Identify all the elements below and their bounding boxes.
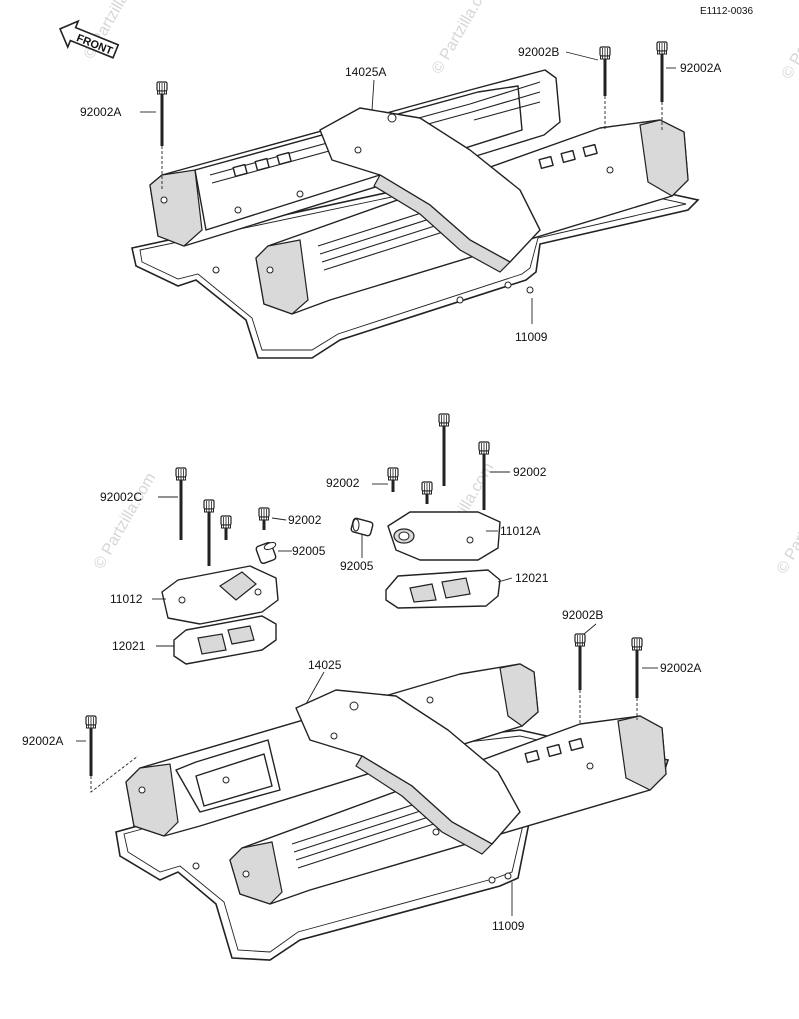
- breather-parts: 92002C 92002 92005 11012 12021 92002 920…: [100, 413, 549, 665]
- upper-bolt-left: [156, 81, 168, 190]
- bolt-short-left: [220, 515, 232, 540]
- watermark: © Partzilla.com: [91, 470, 160, 572]
- cap-92005-left: [255, 541, 277, 565]
- label-11009: 11009: [515, 330, 548, 344]
- watermark: © Partzilla.com: [779, 0, 799, 82]
- label-92002: 92002: [288, 513, 322, 527]
- label-11012: 11012: [110, 592, 143, 606]
- label-92002c: 92002C: [100, 490, 142, 504]
- lower-bolt-right: [631, 637, 643, 720]
- label-92005: 92005: [292, 544, 326, 558]
- label-14025a: 14025A: [345, 65, 386, 79]
- bolt-92002-right: [478, 441, 490, 510]
- diagram-id: E1112-0036: [700, 6, 753, 17]
- lower-bolt-center: [574, 633, 586, 724]
- upper-assembly: 92002A 14025A 92002B 92002A 11009: [80, 41, 721, 359]
- lower-cover-left: [125, 663, 539, 837]
- bolt-long-top: [438, 413, 450, 486]
- label-11012a: 11012A: [500, 524, 540, 538]
- bolt-long-left: [203, 499, 215, 566]
- label-92002a: 92002A: [22, 734, 63, 748]
- bolt-short-right: [421, 481, 433, 504]
- watermark: © Partzilla.com: [429, 0, 498, 77]
- label-12021: 12021: [515, 571, 549, 585]
- label-92002b: 92002B: [518, 45, 559, 59]
- label-92002: 92002: [513, 465, 547, 479]
- watermarks: © Partzilla.com © Partzilla.com © Partzi…: [81, 0, 799, 577]
- bolt-92002-small: [387, 467, 399, 492]
- bolt-92002-left: [258, 507, 270, 530]
- label-92002: 92002: [326, 476, 360, 490]
- bolt-92002c: [175, 467, 187, 540]
- label-92002a: 92002A: [660, 661, 701, 675]
- upper-bolt-right: [656, 41, 668, 130]
- lower-assembly: 14025 92002B 92002A 92002A 11009: [22, 608, 701, 961]
- plate-12021-right: [385, 569, 501, 609]
- lower-cover-bridge: [295, 689, 521, 855]
- label-11009: 11009: [492, 919, 525, 933]
- cap-92005-right: [350, 517, 374, 537]
- breather-cover-11012a: [387, 511, 501, 561]
- label-12021: 12021: [112, 639, 146, 653]
- lower-bolt-left: [85, 715, 139, 793]
- upper-bolt-center: [599, 46, 611, 130]
- breather-cover-11012: [161, 565, 279, 625]
- label-92002b: 92002B: [562, 608, 603, 622]
- plate-12021-left: [173, 615, 277, 665]
- label-92005: 92005: [340, 559, 374, 573]
- upper-cover-bridge: [319, 107, 541, 273]
- watermark: © Partzilla.com: [774, 475, 799, 577]
- label-92002a: 92002A: [680, 61, 721, 75]
- label-14025: 14025: [308, 658, 342, 672]
- label-92002a: 92002A: [80, 105, 121, 119]
